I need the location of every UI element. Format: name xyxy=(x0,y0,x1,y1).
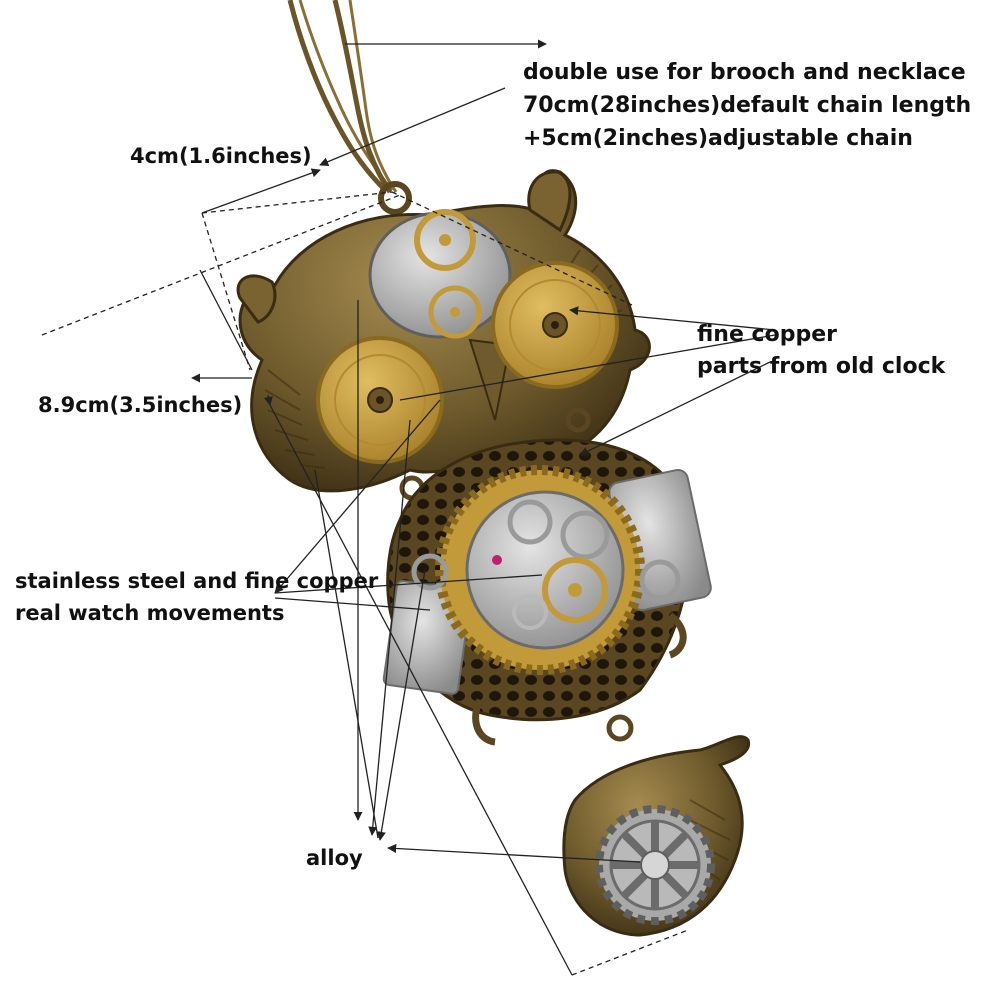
gear-charm xyxy=(562,735,751,937)
steel-movement-label: stainless steel and fine copper real wat… xyxy=(15,571,378,635)
description-line-brooch: double use for brooch and necklace xyxy=(523,60,966,85)
gear-small-mid xyxy=(428,285,482,339)
copper-parts-label: fine copper parts from old clock xyxy=(697,324,945,388)
description-line-chain-length: 70cm(28inches)default chain length xyxy=(523,93,972,118)
eye-gear-left xyxy=(316,336,444,464)
steel-line-2: real watch movements xyxy=(15,601,285,625)
alloy-label: alloy xyxy=(306,846,363,870)
watch-movement-body xyxy=(465,490,625,650)
owl-head xyxy=(236,169,651,493)
chain xyxy=(287,0,398,194)
watch-movement-top xyxy=(368,211,512,339)
steel-line-1: stainless steel and fine copper xyxy=(15,569,379,593)
owl-body xyxy=(382,438,712,746)
description-line-adjustable: +5cm(2inches)adjustable chain xyxy=(523,126,913,151)
description-label: double use for brooch and necklace 70cm(… xyxy=(523,62,971,161)
jewel xyxy=(492,555,502,565)
bail-ring xyxy=(378,181,412,215)
annotation-lines xyxy=(41,39,776,976)
height-dimension-label: 8.9cm(3.5inches) xyxy=(38,393,243,417)
eye-gear-right xyxy=(491,261,619,389)
gear-small-top xyxy=(414,209,476,271)
copper-line-1: fine copper xyxy=(697,322,837,347)
width-dimension-label: 4cm(1.6inches) xyxy=(130,144,312,168)
copper-line-2: parts from old clock xyxy=(697,354,946,379)
